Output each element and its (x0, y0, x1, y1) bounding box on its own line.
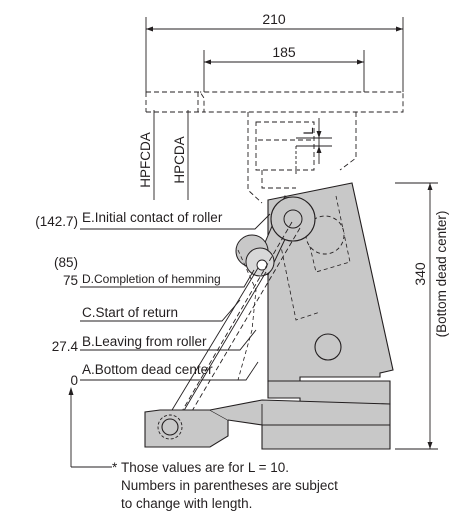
stroke-l-label: L (301, 127, 316, 135)
cylinder-label-lines (153, 110, 189, 200)
dimension-210-label: 210 (262, 11, 286, 27)
dimension-340-note: (Bottom dead center) (434, 211, 449, 338)
footnote-line-1: Those values are for L = 10. (121, 460, 289, 475)
label-hpcda: HPCDA (172, 136, 187, 183)
label-hpfcda: HPFCDA (138, 132, 153, 188)
position-e-label: E.Initial contact of roller (82, 210, 223, 225)
position-c-label: C.Start of return (82, 305, 178, 320)
footnote-line-3: to change with length. (121, 496, 252, 511)
footnote-leader (68, 387, 112, 468)
dimension-340: 340 (Bottom dead center) (395, 182, 449, 450)
position-b-value: 27.4 (52, 339, 79, 354)
position-leaders (80, 213, 271, 381)
position-a-value: 0 (70, 373, 78, 388)
dimension-185: 185 (203, 44, 365, 92)
dimension-210: 210 (145, 11, 404, 92)
footnote-line-2: Numbers in parentheses are subject (121, 478, 338, 493)
base-body (144, 380, 391, 450)
footnote-mark: * (112, 460, 118, 475)
roller-assembly (165, 194, 316, 429)
position-a-label: A.Bottom dead center (82, 362, 213, 377)
position-d-label: D.Completion of hemming (82, 272, 221, 286)
top-plate-outline (145, 91, 404, 113)
stroke-dimension-l: L (295, 118, 332, 175)
position-e-value: (142.7) (35, 214, 78, 229)
dimension-185-label: 185 (272, 44, 296, 60)
position-c-value: 75 (63, 273, 78, 288)
position-d-value: (85) (54, 255, 78, 270)
position-b-label: B.Leaving from roller (82, 334, 207, 349)
dimension-340-label: 340 (412, 262, 428, 286)
